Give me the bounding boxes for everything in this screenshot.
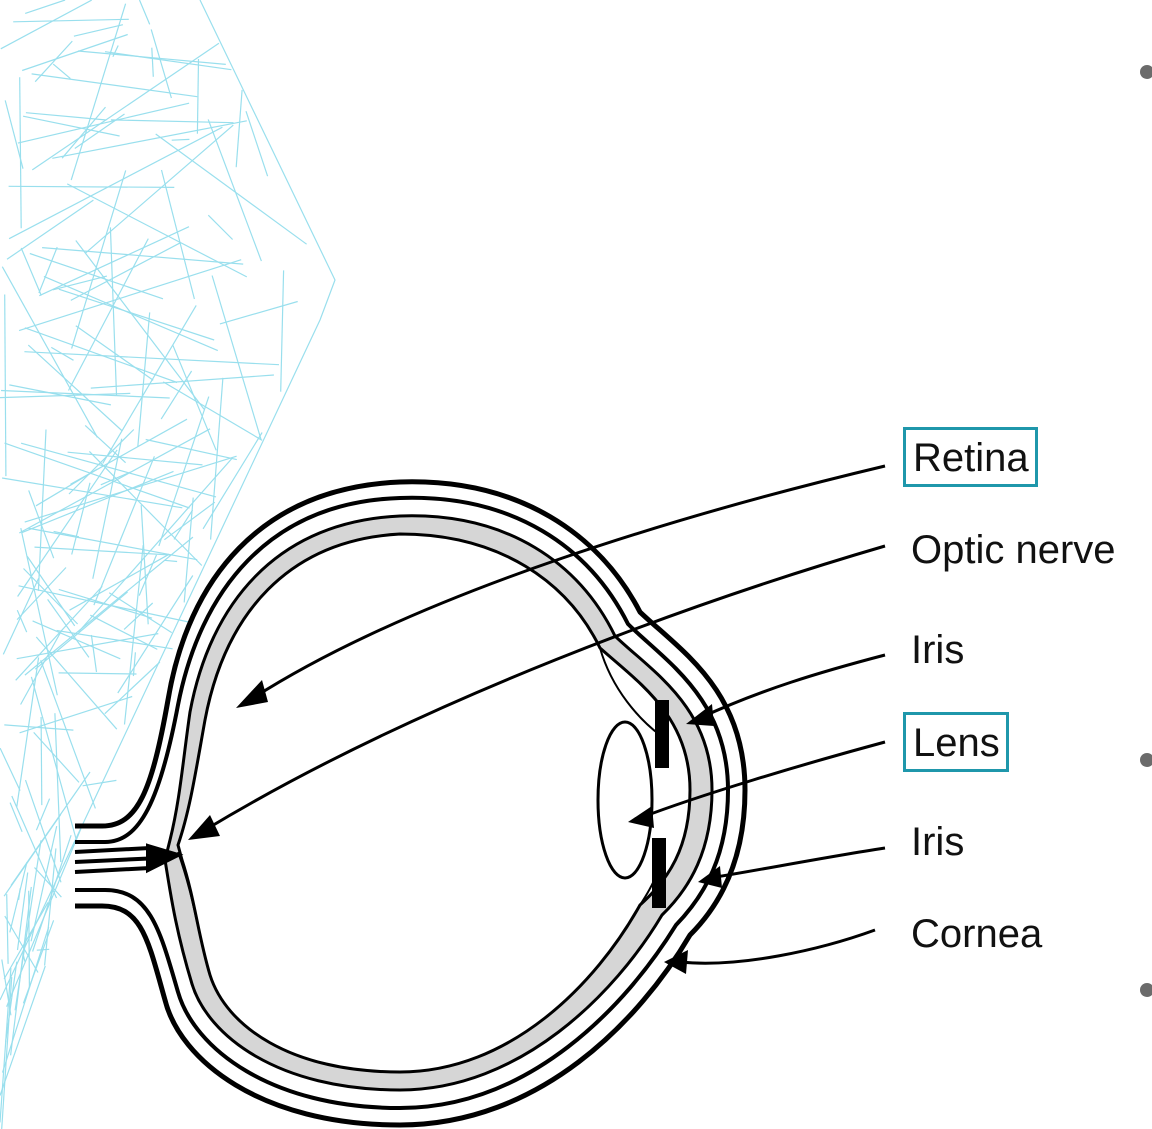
- wireframe-line: [36, 637, 117, 729]
- wireframe-line: [32, 43, 219, 170]
- wireframe-line: [67, 184, 247, 277]
- wireframe-line: [246, 111, 268, 176]
- wireframe-line: [9, 186, 175, 187]
- wireframe-line: [124, 603, 153, 629]
- wireframe-line: [85, 125, 233, 253]
- wireframe-line: [23, 116, 120, 136]
- label-iris-top: Iris: [911, 630, 964, 670]
- wireframe-line: [39, 227, 189, 296]
- wireframe-line: [13, 19, 129, 22]
- wireframe-line: [11, 772, 90, 886]
- wireframe-line: [38, 430, 46, 591]
- wireframe-line: [141, 505, 148, 624]
- wireframe-line: [5, 295, 6, 477]
- eye-choroid-layer: [165, 516, 712, 1090]
- wireframe-line: [59, 673, 137, 674]
- wireframe-line: [4, 725, 73, 730]
- wireframe-line: [68, 452, 203, 465]
- wireframe-line: [236, 90, 242, 167]
- iris-upper-bar: [655, 700, 669, 768]
- wireframe-line: [133, 652, 135, 676]
- wireframe-line: [25, 328, 177, 383]
- optic-nerve: [75, 846, 178, 872]
- bullet-dot: [1140, 65, 1152, 79]
- wireframe-line: [15, 840, 41, 1010]
- wireframe-line: [37, 949, 49, 950]
- wireframe-line: [118, 576, 193, 694]
- wireframe-line: [0, 968, 11, 1122]
- label-retina: Retina: [903, 427, 1038, 487]
- wireframe-line: [52, 121, 247, 159]
- eye-diagram: [75, 466, 885, 1125]
- wireframe-line: [211, 378, 223, 540]
- wireframe-line: [164, 560, 177, 561]
- wireframe-line: [7, 894, 8, 964]
- wireframe-line: [32, 74, 198, 97]
- wireframe-line: [53, 64, 70, 79]
- label-cornea: Cornea: [911, 914, 1042, 954]
- wireframe-line: [220, 302, 298, 324]
- wireframe-line: [172, 139, 190, 140]
- wireframe-line: [39, 247, 57, 293]
- wireframe-line: [3, 578, 38, 654]
- bullet-dot: [1140, 983, 1152, 997]
- wireframe-line: [41, 660, 96, 808]
- wireframe-line: [110, 227, 116, 395]
- wireframe-line: [41, 717, 42, 805]
- wireframe-line: [0, 748, 20, 791]
- label-iris-bottom: Iris: [911, 822, 964, 862]
- wireframe-line: [156, 134, 307, 244]
- wireframe-line: [281, 270, 284, 391]
- wireframe-line: [138, 312, 150, 446]
- lens-shape: [598, 722, 652, 878]
- eye-outer-wall: [75, 482, 745, 1125]
- wireframe-line: [36, 469, 97, 506]
- wireframe-line: [140, 0, 150, 24]
- wireframe-line: [208, 119, 261, 261]
- wireframe-line: [20, 77, 22, 228]
- wireframe-line: [33, 835, 72, 951]
- wireframe-line: [152, 48, 154, 77]
- label-optic-nerve: Optic nerve: [911, 530, 1116, 570]
- wireframe-line: [208, 215, 232, 239]
- wireframe-line: [36, 799, 49, 831]
- wireframe-line: [19, 429, 210, 533]
- wireframe-line: [70, 554, 170, 610]
- wireframe-line: [1, 0, 92, 49]
- wireframe-line: [4, 902, 48, 979]
- wireframe-line: [0, 977, 12, 1129]
- wireframe-line: [17, 568, 66, 620]
- wireframe-line: [57, 631, 173, 649]
- wireframe-line: [163, 382, 262, 440]
- wireframe-line: [91, 635, 96, 672]
- wireframe-line: [53, 276, 107, 290]
- wireframe-line: [62, 107, 105, 158]
- wireframe-line: [21, 248, 41, 296]
- wireframe-line: [105, 52, 231, 70]
- wireframe-line: [21, 630, 62, 704]
- label-lens: Lens: [903, 712, 1009, 772]
- wireframe-line: [30, 254, 163, 299]
- wireframe-line: [25, 0, 65, 13]
- wireframe-line: [18, 450, 118, 597]
- iris-lower-bar: [652, 838, 666, 908]
- wireframe-line: [45, 848, 56, 965]
- wireframe-line: [55, 713, 61, 862]
- bullet-dot: [1140, 753, 1152, 767]
- wireframe-line: [2, 267, 97, 438]
- wireframe-line: [9, 127, 222, 239]
- wireframe-line: [83, 780, 117, 785]
- wireframe-line: [19, 260, 241, 331]
- wireframe-line: [111, 120, 234, 123]
